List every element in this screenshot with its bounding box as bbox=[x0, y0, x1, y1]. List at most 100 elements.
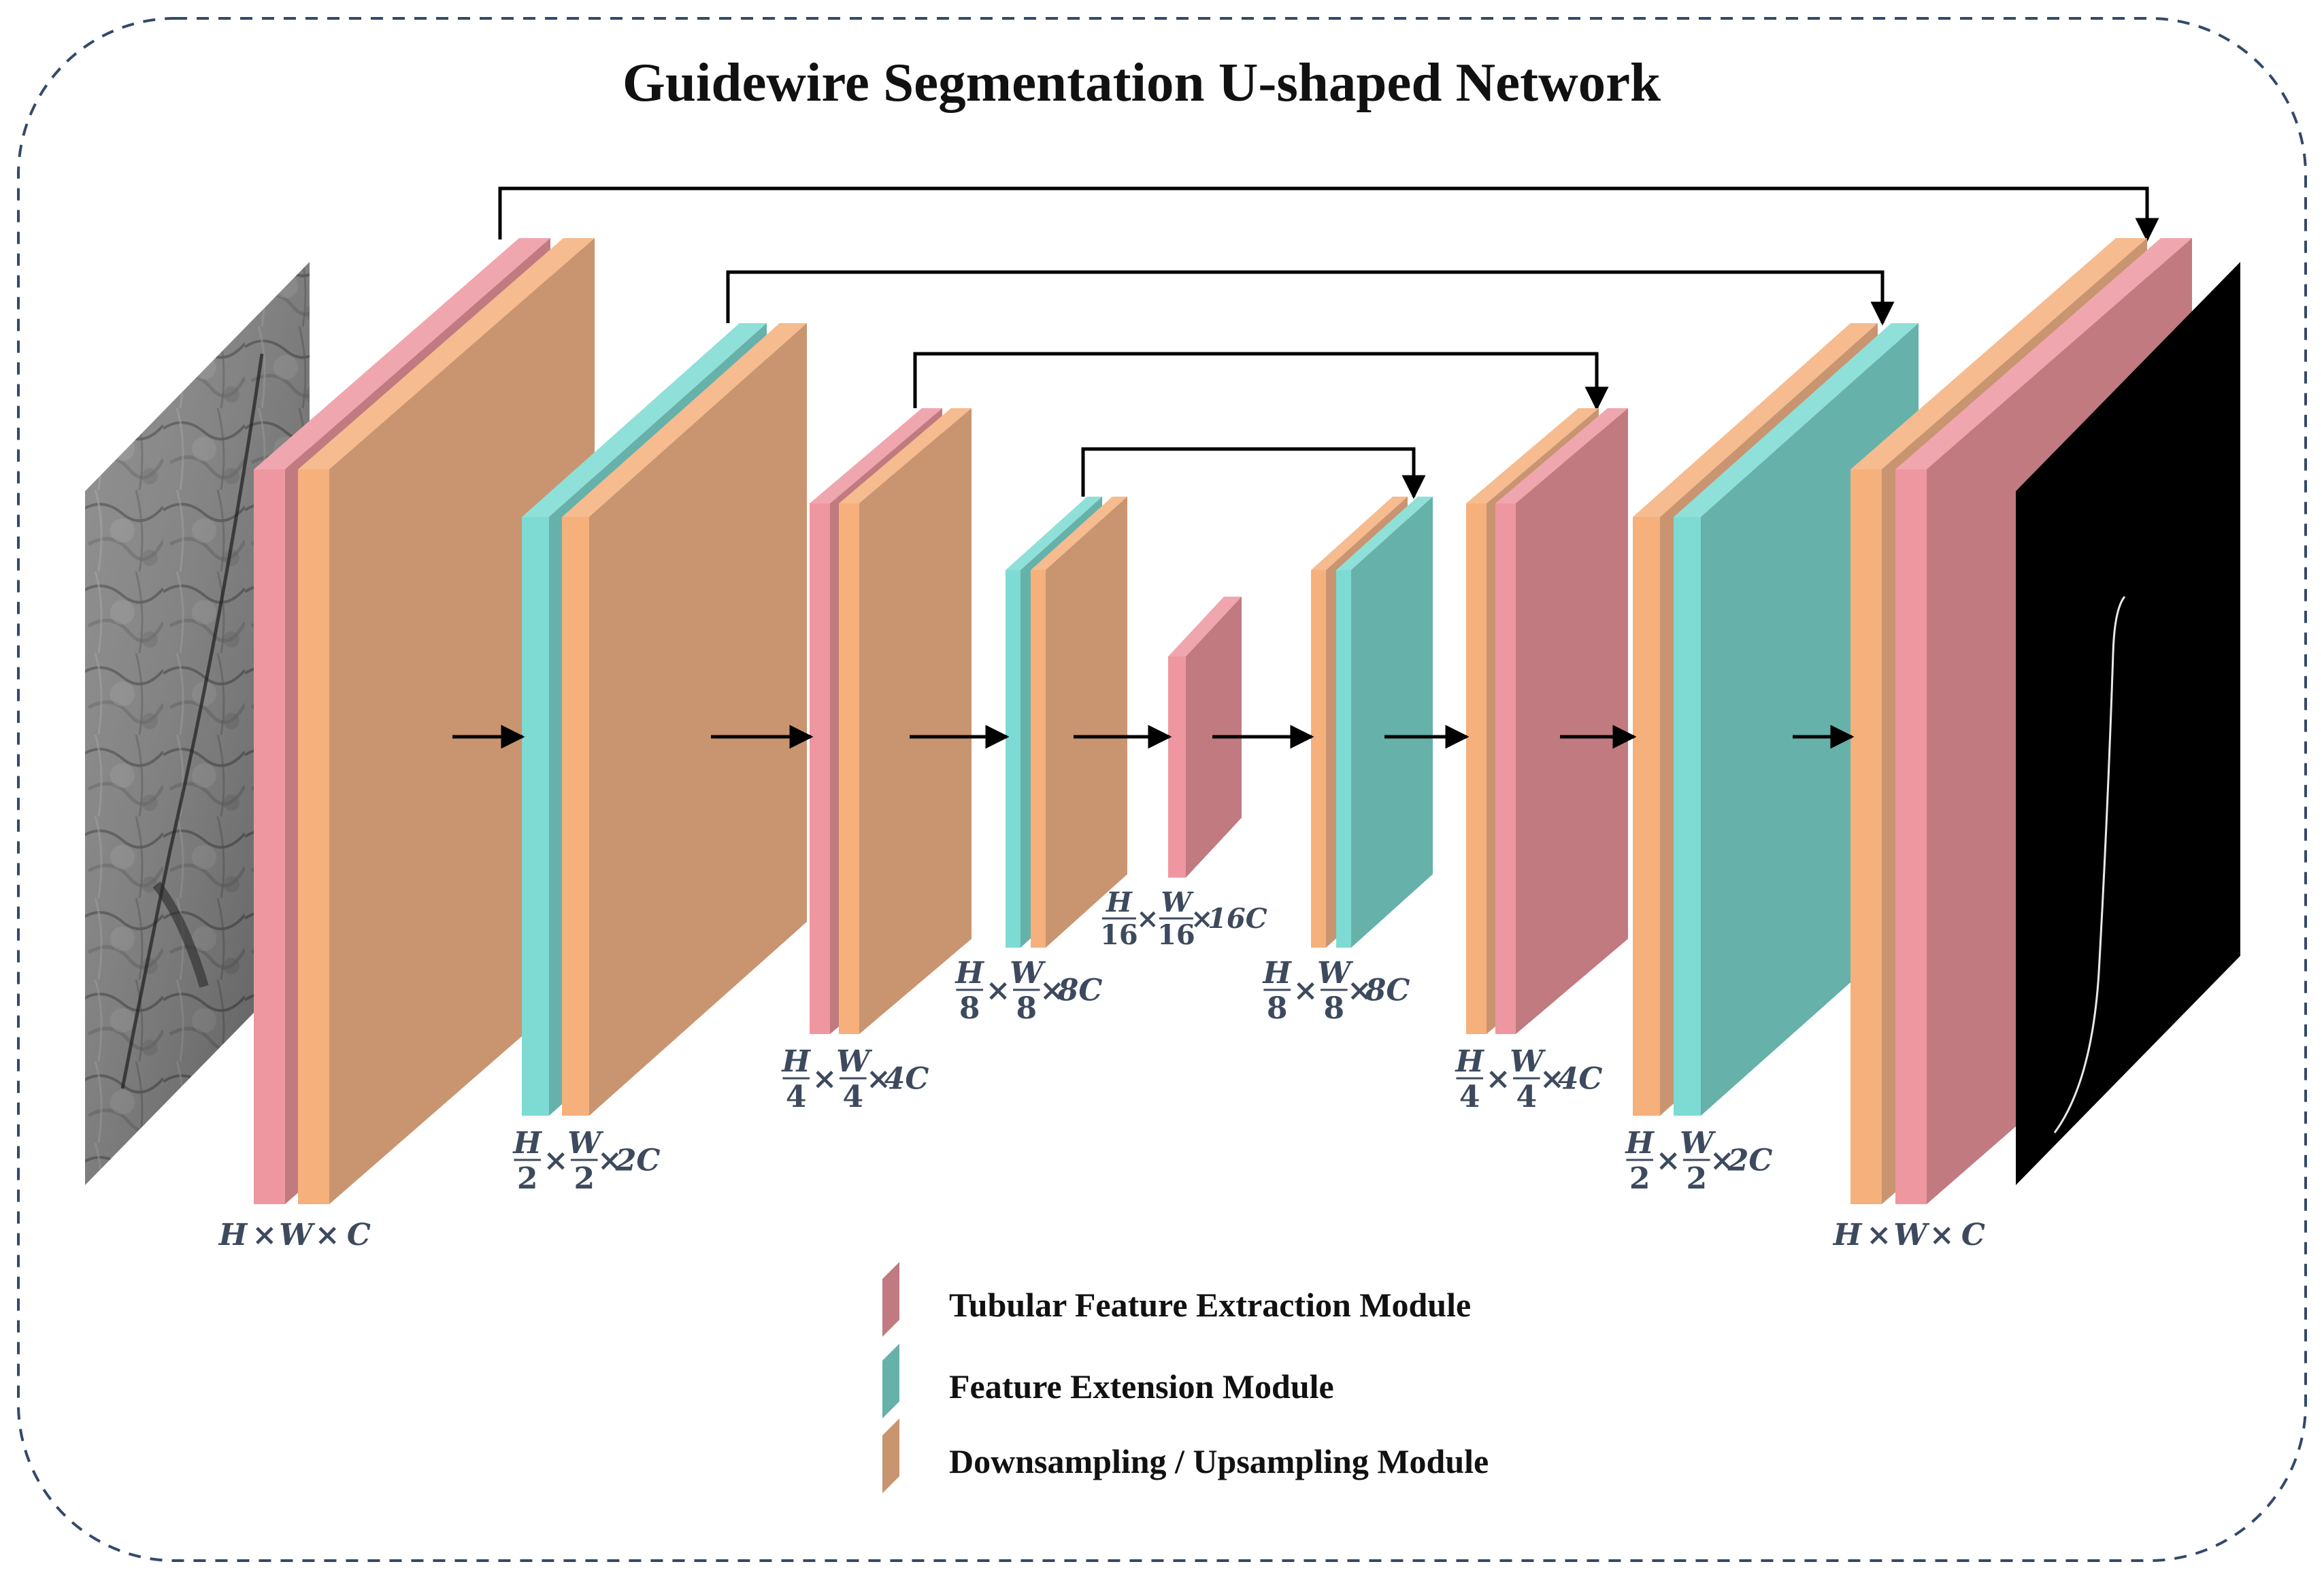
block-front-face bbox=[562, 517, 589, 1116]
dim-w: W bbox=[1893, 1218, 1930, 1252]
block-top-face bbox=[298, 238, 595, 469]
block-top-face bbox=[1633, 323, 1878, 517]
fraction-numerator: H bbox=[780, 1044, 811, 1079]
dim-times: × bbox=[986, 973, 1011, 1008]
block-side-face bbox=[1516, 408, 1628, 1034]
dim-times: × bbox=[252, 1218, 277, 1252]
fraction: W16 bbox=[1157, 886, 1195, 951]
fraction: H16 bbox=[1100, 886, 1138, 951]
fraction-denominator: 8 bbox=[959, 991, 980, 1026]
legend-swatch-tubular bbox=[882, 1262, 899, 1337]
block-side-face bbox=[1351, 497, 1433, 948]
block-front-face bbox=[1850, 469, 1882, 1204]
block-side-face bbox=[859, 408, 972, 1034]
block-front-face bbox=[1674, 517, 1701, 1116]
fraction-denominator: 16 bbox=[1100, 919, 1138, 951]
legend-item-extension: Feature Extension Module bbox=[882, 1344, 1334, 1418]
legend-label-tubular: Tubular Feature Extraction Module bbox=[949, 1286, 1471, 1324]
dim-c: C bbox=[1961, 1218, 1985, 1252]
block-front-face bbox=[254, 469, 285, 1204]
fraction: H2 bbox=[1624, 1126, 1655, 1196]
skip-connections bbox=[498, 186, 2159, 499]
fraction-denominator: 8 bbox=[1016, 991, 1037, 1026]
fraction: H2 bbox=[512, 1126, 542, 1196]
block-top-face bbox=[1850, 238, 2147, 469]
dim-channels: 8C bbox=[1057, 973, 1103, 1008]
fraction: H8 bbox=[1261, 956, 1292, 1026]
skip-connection-enc2-dec2 bbox=[726, 270, 1895, 326]
dim-times: × bbox=[1486, 1061, 1511, 1096]
block-top-face bbox=[1031, 497, 1127, 570]
fraction: W8 bbox=[1010, 956, 1046, 1026]
fraction-denominator: 4 bbox=[786, 1080, 807, 1114]
block-top-face bbox=[562, 323, 807, 517]
dim-times: × bbox=[1710, 1143, 1735, 1178]
dims-enc3: H4×W4×4C bbox=[780, 1044, 929, 1114]
fraction: W4 bbox=[836, 1044, 873, 1114]
legend-swatch-extension bbox=[882, 1344, 899, 1418]
dim-channels: 8C bbox=[1365, 973, 1410, 1008]
dim-w: W bbox=[279, 1218, 316, 1252]
dim-times: × bbox=[315, 1218, 340, 1252]
block-top-face bbox=[522, 323, 767, 517]
dim-channels: 2C bbox=[1727, 1143, 1773, 1178]
dim-times: × bbox=[812, 1061, 837, 1096]
fraction-numerator: W bbox=[1510, 1044, 1546, 1079]
block-enc4-sampling bbox=[1031, 497, 1127, 948]
input-xray-image bbox=[85, 262, 310, 1185]
dim-times: × bbox=[1136, 903, 1159, 935]
fraction-denominator: 8 bbox=[1323, 991, 1344, 1026]
dim-times: × bbox=[544, 1143, 569, 1178]
block-top-face bbox=[839, 408, 972, 503]
block-top-face bbox=[1495, 408, 1628, 503]
dim-channels: 4C bbox=[1558, 1061, 1603, 1096]
block-front-face bbox=[1466, 503, 1487, 1034]
block-top-face bbox=[1006, 497, 1102, 570]
block-top-face bbox=[1466, 408, 1599, 503]
block-top-face bbox=[1895, 238, 2192, 469]
fraction-numerator: H bbox=[1106, 886, 1133, 918]
block-top-face bbox=[1311, 497, 1408, 570]
block-front-face bbox=[1495, 503, 1516, 1034]
legend-label-sampling: Downsampling / Upsampling Module bbox=[949, 1442, 1489, 1480]
dimension-labels: H×W×CH2×W2×2CH4×W4×4CH8×W8×8CH16×W16×16C… bbox=[218, 886, 1985, 1252]
block-front-face bbox=[1311, 570, 1326, 948]
output-mask-image bbox=[2016, 262, 2240, 1185]
dim-times: × bbox=[866, 1061, 891, 1096]
dim-times: × bbox=[597, 1143, 622, 1178]
fraction-numerator: H bbox=[1624, 1126, 1655, 1161]
dims-dec3: H4×W4×4C bbox=[1454, 1044, 1602, 1114]
diagram-border bbox=[17, 17, 2307, 1562]
fraction-denominator: 16 bbox=[1157, 919, 1195, 951]
dim-times: × bbox=[1929, 1218, 1955, 1252]
block-side-face bbox=[589, 323, 807, 1116]
fraction-numerator: H bbox=[1454, 1044, 1484, 1079]
dim-times: × bbox=[1866, 1218, 1891, 1252]
fraction-denominator: 8 bbox=[1267, 991, 1288, 1026]
dims-dec2: H2×W2×2C bbox=[1624, 1126, 1772, 1196]
dim-times: × bbox=[1656, 1143, 1681, 1178]
fraction-denominator: 4 bbox=[1516, 1080, 1537, 1114]
dims-enc1: H×W×C bbox=[218, 1218, 371, 1252]
dims-enc4: H8×W8×8C bbox=[954, 956, 1102, 1026]
block-top-face bbox=[1168, 597, 1242, 656]
diagram-title: Guidewire Segmentation U-shaped Network bbox=[622, 52, 1661, 113]
dim-c: C bbox=[347, 1218, 371, 1252]
block-top-face bbox=[1674, 323, 1919, 517]
fraction-denominator: 2 bbox=[574, 1161, 595, 1196]
fraction-numerator: W bbox=[1680, 1126, 1716, 1161]
block-front-face bbox=[1633, 517, 1660, 1116]
block-dec3-tubular bbox=[1495, 408, 1628, 1034]
fraction-numerator: W bbox=[1161, 886, 1194, 918]
fraction-denominator: 4 bbox=[1459, 1080, 1480, 1114]
fraction: W2 bbox=[1680, 1126, 1716, 1196]
fraction: H4 bbox=[1454, 1044, 1484, 1114]
fraction-numerator: H bbox=[954, 956, 984, 991]
block-front-face bbox=[1895, 469, 1927, 1204]
fraction: W8 bbox=[1317, 956, 1354, 1026]
legend-swatch-sampling bbox=[882, 1418, 899, 1493]
dim-channels: 4C bbox=[884, 1061, 929, 1096]
dims-bottleneck: H16×W16×16C bbox=[1100, 886, 1267, 951]
